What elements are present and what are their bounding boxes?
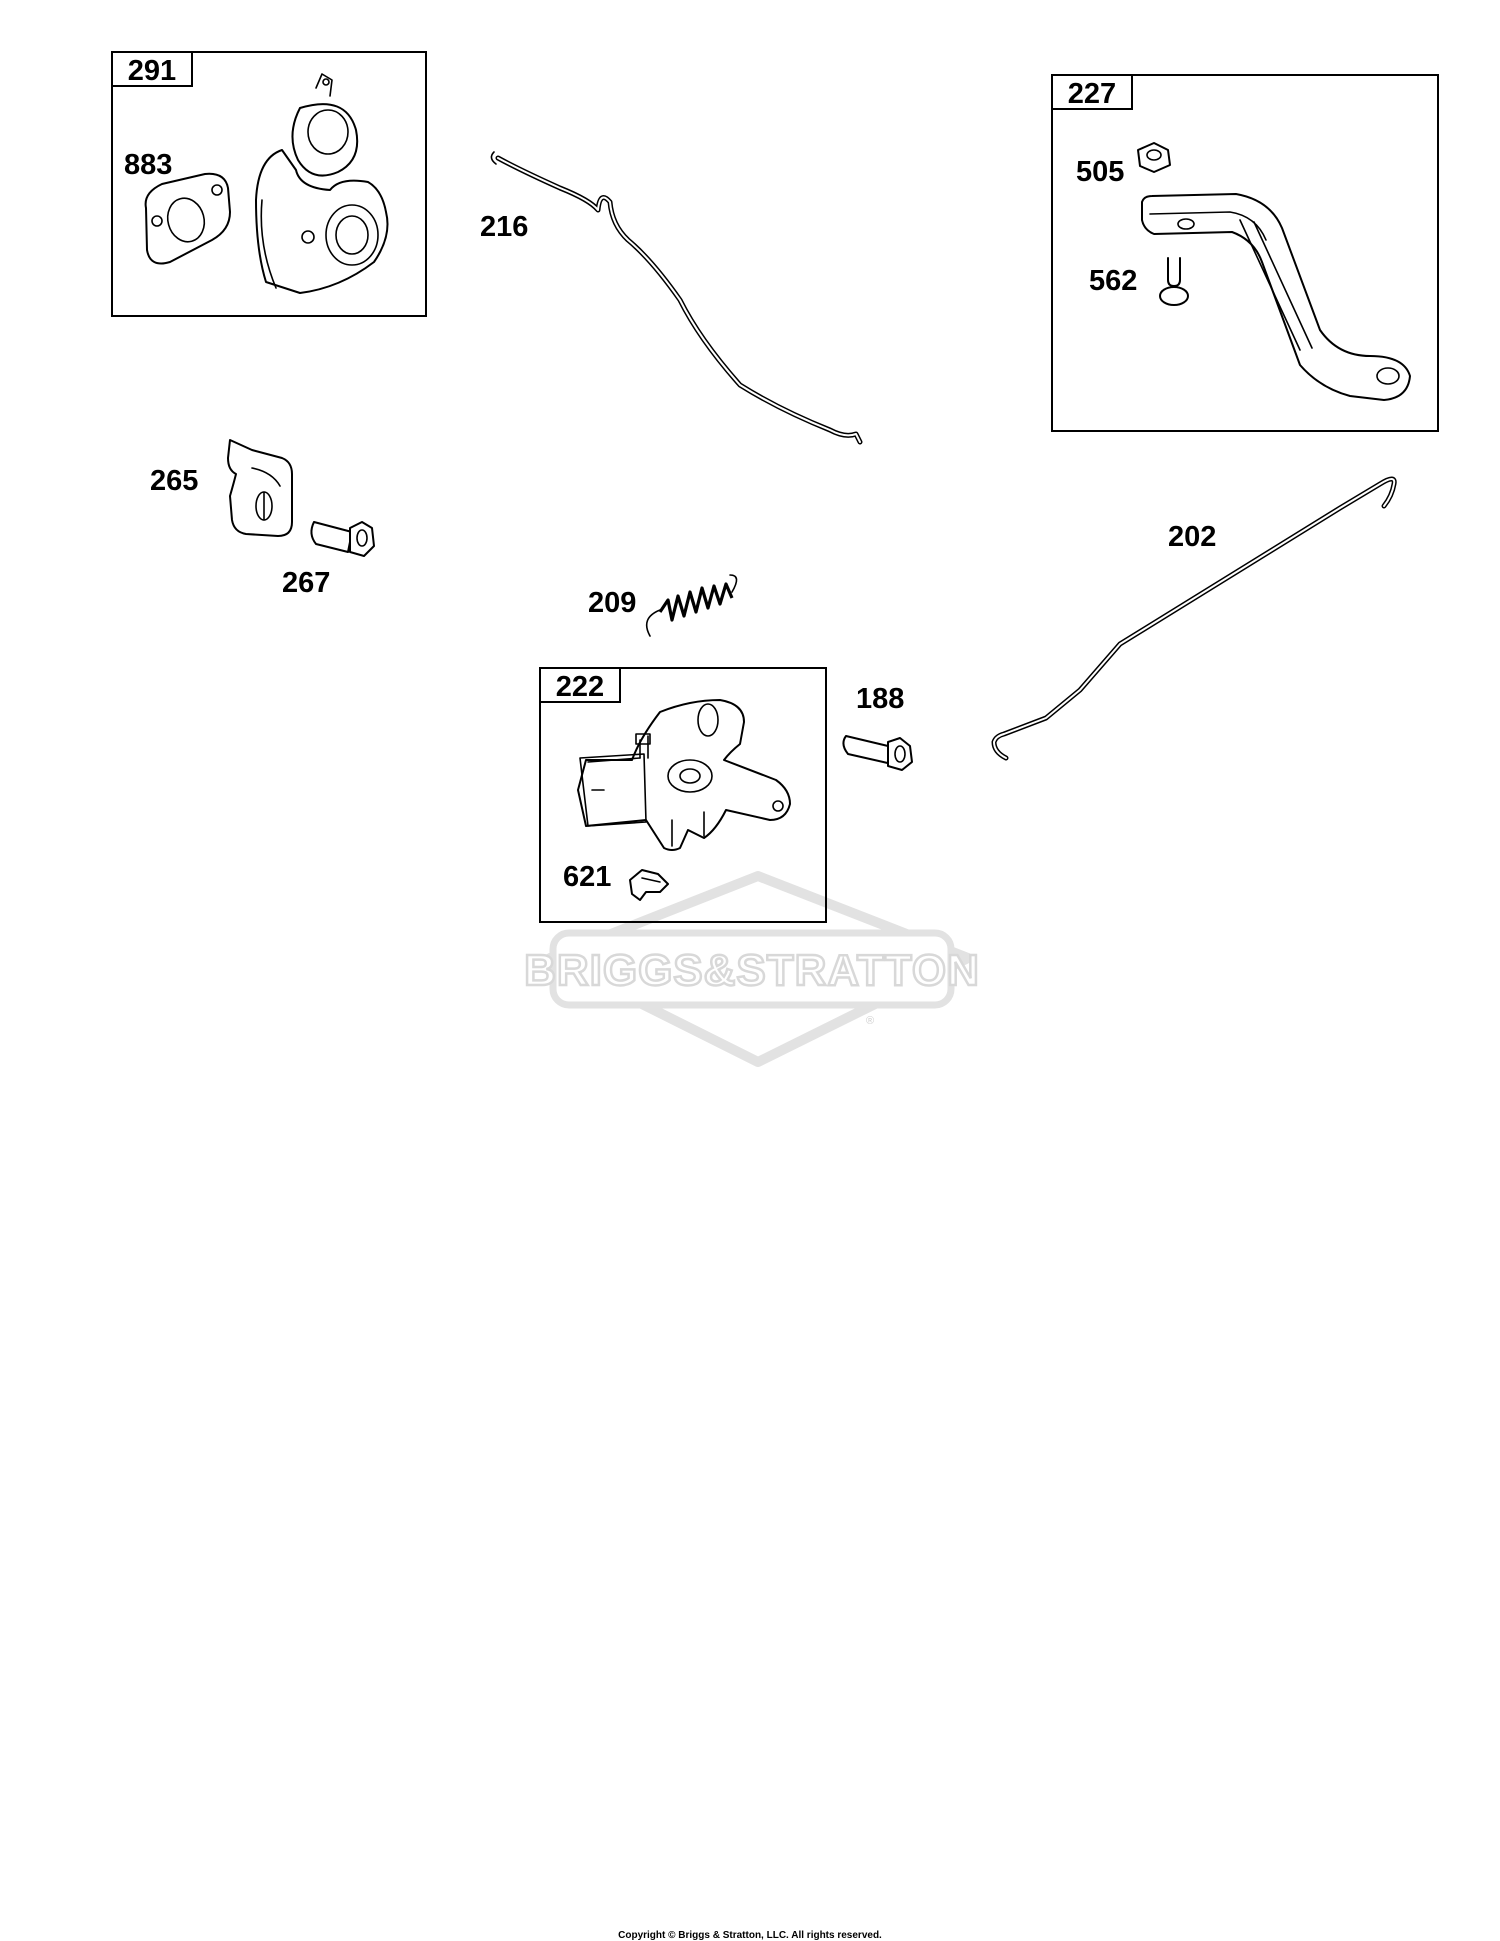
callout-621: 621 [563, 861, 611, 893]
bracket-265 [227, 439, 293, 537]
governor-link-216 [490, 151, 863, 445]
spring-209 [645, 574, 738, 637]
box-label-222: 222 [556, 671, 604, 703]
box-label-291: 291 [128, 55, 176, 87]
callout-883: 883 [124, 149, 172, 181]
kit-box-222: 222 621 [539, 667, 827, 923]
kit-box-227: 227 505 562 [1051, 74, 1439, 432]
callout-562: 562 [1089, 265, 1137, 297]
clip-621 [629, 869, 669, 901]
callout-216: 216 [480, 211, 528, 243]
bolt-562 [1159, 257, 1189, 306]
box-label-227: 227 [1068, 78, 1116, 110]
callout-209: 209 [588, 587, 636, 619]
watermark-text: BRIGGS&STRATTON [524, 946, 980, 995]
throttle-rod-202 [991, 476, 1397, 761]
callout-265: 265 [150, 465, 198, 497]
copyright-notice: Copyright © Briggs & Stratton, LLC. All … [618, 1930, 882, 1941]
control-bracket [1141, 193, 1411, 401]
bolt-267 [310, 521, 375, 557]
bolt-188 [842, 735, 913, 771]
callout-267: 267 [282, 567, 330, 599]
air-horn-assembly [255, 73, 389, 294]
gasket-883 [144, 172, 231, 265]
kit-box-291: 291 883 [111, 51, 427, 317]
control-plate [577, 699, 791, 851]
briggs-stratton-watermark: BRIGGS&STRATTON ® [523, 871, 980, 1067]
callout-188: 188 [856, 683, 904, 715]
callout-202: 202 [1168, 521, 1216, 553]
callout-505: 505 [1076, 156, 1124, 188]
watermark-registered-mark: ® [866, 1015, 874, 1027]
nut-505 [1137, 142, 1171, 173]
